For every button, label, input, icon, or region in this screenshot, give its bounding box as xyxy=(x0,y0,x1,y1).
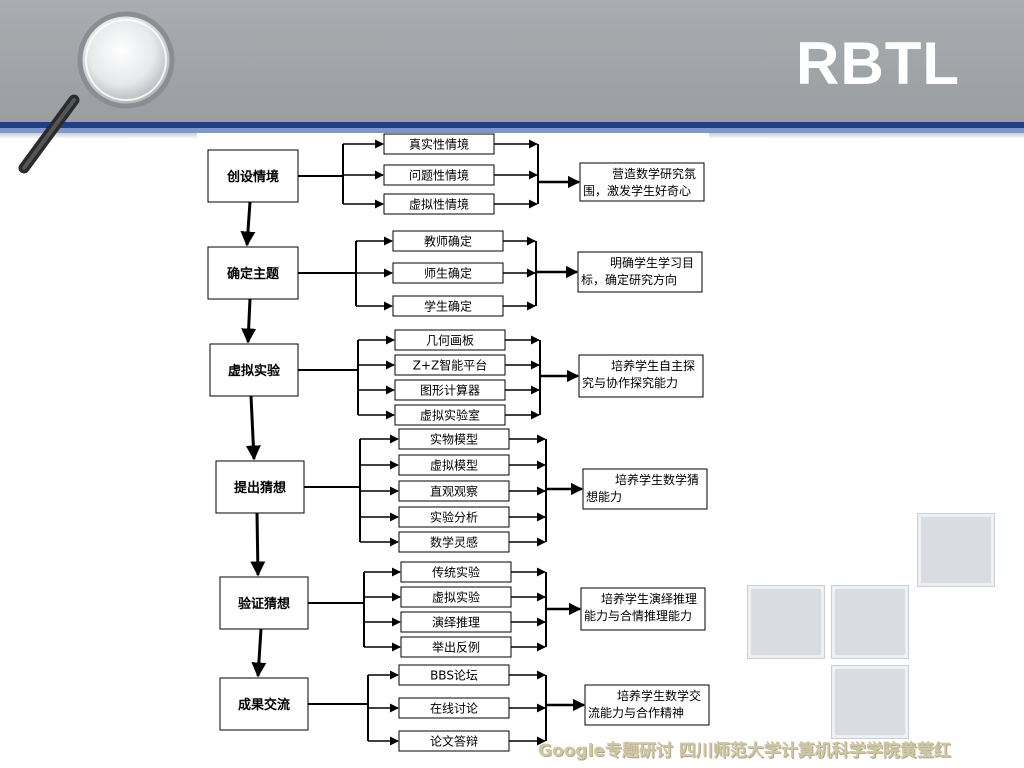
goal-line-2: 能力与合情推理能力 xyxy=(584,608,692,623)
item-label: 虚拟模型 xyxy=(430,459,478,473)
item-label: 数学灵感 xyxy=(430,535,478,550)
item-label: 教师确定 xyxy=(424,234,472,249)
item-label: 真实性情境 xyxy=(409,137,469,152)
item-label: 实物模型 xyxy=(430,432,478,447)
stage-box xyxy=(219,576,309,630)
goal-line-2: 围，激发学生好奇心 xyxy=(583,183,691,198)
item-label: 虚拟实验 xyxy=(432,590,480,605)
magnifier-icon xyxy=(18,11,175,174)
goal-line-1: 培养学生演绎推理 xyxy=(601,591,697,606)
goal-line-1: 培养学生数学交 xyxy=(617,688,701,703)
item-label: 传统实验 xyxy=(432,565,480,580)
item-label: 实验分析 xyxy=(430,510,478,525)
stage-label: 确定主题 xyxy=(227,266,280,282)
goal-box xyxy=(577,251,703,293)
stage-down-arrow xyxy=(245,395,261,461)
decorative-square-2 xyxy=(748,586,824,658)
stage-label: 创设情境 xyxy=(226,169,279,185)
stage-down-arrow xyxy=(240,201,256,247)
decorative-square-4 xyxy=(832,666,908,738)
item-label: 几何画板 xyxy=(426,334,474,348)
goal-box xyxy=(580,587,706,631)
stage-label: 成果交流 xyxy=(238,697,290,713)
header-divider-accent xyxy=(0,128,1024,133)
stage-label: 提出猜想 xyxy=(234,480,286,496)
item-label: 演绎推理 xyxy=(432,615,480,630)
goal-box xyxy=(584,684,710,726)
goal-line-1: 培养学生数学猜 xyxy=(615,472,699,487)
stage-box xyxy=(207,149,299,203)
goal-line-1: 明确学生学习目 xyxy=(610,255,694,270)
stage-down-arrow xyxy=(241,298,257,344)
decorative-square-3 xyxy=(832,586,908,658)
footer-credit: Google专题研讨 四川师范大学计算机科学学院黄莹红 xyxy=(538,741,951,761)
stage-down-arrow xyxy=(250,512,266,577)
stage-down-arrow xyxy=(251,628,267,678)
item-label: 师生确定 xyxy=(424,266,472,281)
stage-label: 验证猜想 xyxy=(238,596,290,612)
decorative-square-1 xyxy=(918,514,994,586)
header-divider xyxy=(0,122,1024,128)
item-label: 问题性情境 xyxy=(409,168,469,183)
item-label: 在线讨论 xyxy=(430,702,478,716)
brand-title: RBTL xyxy=(796,30,960,97)
goal-box xyxy=(579,162,705,202)
item-label: Z+Z智能平台 xyxy=(413,358,488,373)
item-label: 图形计算器 xyxy=(420,383,480,398)
item-label: 虚拟实验室 xyxy=(420,408,480,423)
stage-label: 虚拟实验 xyxy=(228,363,281,379)
goal-line-2: 流能力与合作精神 xyxy=(588,705,684,720)
goal-line-2: 标，确定研究方向 xyxy=(581,272,677,287)
item-label: 直观观察 xyxy=(430,485,478,499)
item-label: 举出反例 xyxy=(432,641,480,655)
goal-line-1: 营造数学研究氛 xyxy=(612,166,696,181)
goal-box xyxy=(578,354,704,398)
item-label: 学生确定 xyxy=(424,299,472,314)
stage-box xyxy=(219,677,309,731)
item-label: BBS论坛 xyxy=(430,669,478,683)
stage-box xyxy=(207,246,299,300)
goal-line-1: 培养学生自主探 xyxy=(611,358,695,373)
stage-box xyxy=(215,460,305,514)
item-label: 虚拟性情境 xyxy=(409,197,469,212)
goal-line-2: 究与协作探究能力 xyxy=(582,375,678,390)
goal-box xyxy=(582,468,708,510)
item-label: 论文答辩 xyxy=(430,734,478,749)
goal-line-2: 想能力 xyxy=(586,489,622,504)
